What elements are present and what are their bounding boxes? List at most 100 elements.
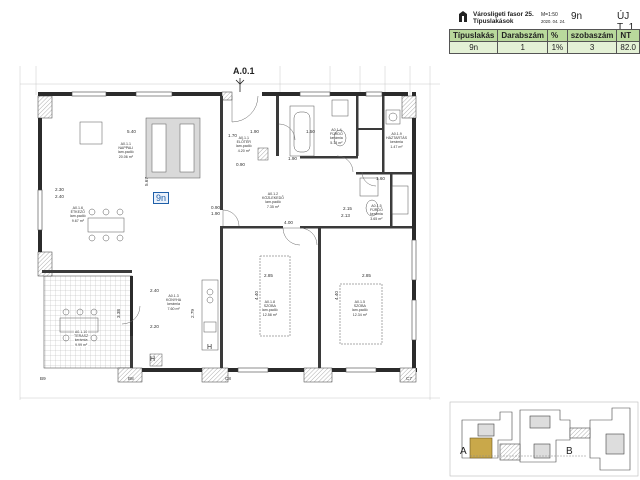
room-id: A0.1.1 — [120, 142, 131, 146]
dimension-label: 2.85 — [362, 273, 371, 278]
room-label-terasz: A0.1.10 TERASZ kerámia 9.99 m² — [74, 330, 89, 347]
doc-type: Típuslakások — [473, 18, 514, 25]
room-id: A0.1.4 — [331, 128, 342, 132]
room-floor: kerámia — [74, 338, 88, 343]
dimension-label: 1.90 — [288, 156, 297, 161]
dimension-label: 1.90 — [211, 211, 220, 216]
summary-value-row: 9n 1 1% 3 82.0 — [448, 41, 640, 54]
grid-label: B8 — [128, 376, 134, 381]
status-label: ÚJ T_1 — [617, 11, 635, 33]
room-area: 7.60 m² — [167, 306, 180, 311]
room-label-kozlekedo: A0.1.2 KÖZLEKEDŐ lam.padló 7.35 m² — [262, 192, 284, 209]
value-cell: 82.0 — [616, 41, 640, 54]
dimension-label: 0.90 — [211, 205, 220, 210]
room-area: 1.47 m² — [390, 144, 403, 149]
room-area: 12.34 m² — [352, 312, 367, 317]
header-cell: NT — [616, 29, 640, 42]
room-name: KÖZLEKEDŐ — [262, 196, 284, 201]
room-name: FÜRDŐ — [370, 208, 383, 213]
room-id: A0.1.8 — [264, 300, 275, 304]
summary-table: Típuslakás Darabszám % szobaszám NT 9n 1… — [448, 29, 640, 54]
room-floor: kerámia — [390, 140, 403, 145]
dimension-label: 4.00 — [284, 220, 293, 225]
value-cell: 1% — [547, 41, 568, 54]
keyplan-label-b: B — [566, 446, 573, 457]
dimension-label: 2.40 — [55, 194, 64, 199]
grid-label: C7 — [406, 376, 412, 381]
room-id: A0.1.5 — [371, 204, 382, 208]
room-label-nappali: A0.1.1 NAPPALI lam.padló 20.06 m² — [118, 142, 134, 159]
room-name: ELŐTÉR — [236, 140, 251, 145]
misc-label: H — [150, 356, 156, 363]
key-plan — [449, 401, 639, 477]
dimension-label: 4.40 — [254, 291, 259, 300]
room-label-etkezo: A0.1.6 ÉTKEZŐ lam.padló 9.67 m² — [70, 206, 86, 223]
room-area: 20.06 m² — [118, 154, 133, 159]
room-label-haztartas: A0.1.9 HÁZTARTÁS kerámia 1.47 m² — [386, 132, 407, 149]
room-area: 3.65 m² — [370, 216, 383, 221]
dimension-label: 3.38 — [116, 309, 121, 318]
room-label-szoba-2: A0.1.5 SZOBA lam.padló 12.34 m² — [352, 300, 368, 317]
dimension-label: 1.50 — [306, 129, 315, 134]
dimension-label: 0.90 — [236, 162, 245, 167]
dimension-label: 2.15 — [343, 206, 352, 211]
room-id: A0.1.10 — [74, 330, 88, 334]
dimension-label: 5.40 — [127, 129, 136, 134]
dimension-label: 2.79 — [190, 309, 195, 318]
project-name: Városligeti fasor 25. — [473, 11, 534, 18]
grid-label: B9 — [40, 376, 46, 381]
door-swings — [121, 95, 377, 325]
room-area: 5.13 m² — [330, 140, 343, 145]
room-area: 4.20 m² — [237, 148, 250, 153]
room-name: SZOBA — [263, 304, 276, 309]
section-marker — [235, 78, 245, 92]
value-cell: 3 — [566, 41, 618, 54]
misc-label: H — [207, 344, 213, 351]
room-name: HÁZTARTÁS — [386, 136, 408, 141]
title-block: Városligeti fasor 25. M=1:50 Típuslakáso… — [449, 7, 640, 33]
terrace-floor — [43, 275, 133, 369]
room-floor: lam.padló — [265, 200, 281, 205]
room-label-furdo: A0.1.4 FÜRDŐ kerámia 5.13 m² — [330, 128, 343, 145]
room-id: A0.1.2 — [267, 192, 279, 196]
dimension-label: 2.30 — [55, 187, 64, 192]
dimension-label: 2.13 — [341, 213, 350, 218]
room-label-eloter: A0.1.1 ELŐTÉR lam.padló 4.20 m² — [236, 136, 252, 153]
dimension-label: 2.85 — [264, 273, 273, 278]
dimension-label: 1.70 — [228, 133, 237, 138]
dimension-label: 1.60 — [376, 176, 385, 181]
keyplan-label-a: A — [460, 446, 467, 457]
dimension-label: 1.90 — [250, 129, 259, 134]
room-floor: kerámia — [330, 136, 343, 141]
room-floor: lam.padló — [236, 144, 252, 149]
doc-date: 2020. 04. 24. — [541, 19, 566, 24]
room-label-szoba-1: A0.1.8 SZOBA lam.padló 12.58 m² — [262, 300, 278, 317]
room-id: A0.1.1 — [238, 136, 249, 140]
header-cell: Típuslakás — [448, 29, 499, 42]
windows — [37, 91, 417, 373]
dimension-label: 2.40 — [150, 288, 159, 293]
room-id: A0.1.6 — [72, 206, 83, 210]
section-marker-label: A.0.1 — [233, 66, 255, 76]
header-cell: Darabszám — [497, 29, 549, 42]
room-floor: lam.padló — [118, 150, 134, 155]
room-name: NAPPALI — [118, 146, 134, 151]
summary-header-row: Típuslakás Darabszám % szobaszám NT — [448, 29, 640, 42]
dimension-label: 4.40 — [334, 291, 339, 300]
room-area: 7.35 m² — [266, 204, 280, 209]
room-id: A0.1.5 — [354, 300, 365, 304]
room-label-konyha: A0.1.3 KONYHA kerámia 7.60 m² — [166, 294, 181, 311]
room-floor: lam.padló — [352, 308, 368, 313]
room-area: 9.99 m² — [75, 342, 88, 347]
grid-label: C8 — [225, 376, 231, 381]
room-name: TERASZ — [74, 334, 89, 339]
furniture — [59, 99, 409, 367]
interior-walls — [42, 96, 412, 368]
dimension-label: 5.67 — [144, 177, 149, 186]
room-name: KONYHA — [166, 298, 182, 303]
room-id: A0.1.9 — [391, 132, 402, 136]
room-floor: kerámia — [167, 302, 180, 307]
scale-label: M=1:50 — [541, 12, 558, 18]
